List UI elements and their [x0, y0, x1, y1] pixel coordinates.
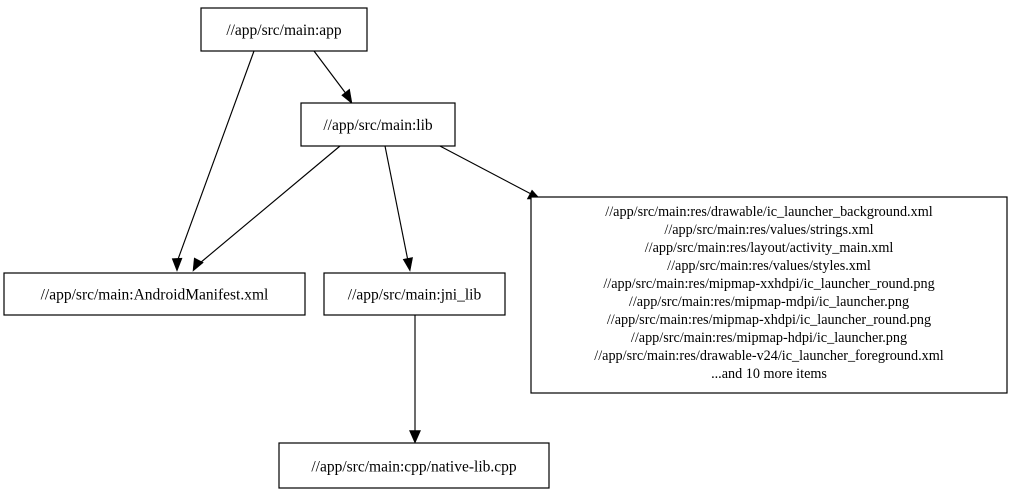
- edge-app-to-manifest: [171, 50, 255, 272]
- edge-jni-lib-to-native-lib: [409, 315, 421, 444]
- res-group-line-4: //app/src/main:res/values/styles.xml: [667, 258, 871, 274]
- res-group-line-8: //app/src/main:res/mipmap-hdpi/ic_launch…: [631, 330, 907, 346]
- node-native-lib-cpp[interactable]: //app/src/main:cpp/native-lib.cpp: [278, 442, 550, 489]
- edge-lib-to-res-group: [437, 144, 541, 200]
- node-label: //app/src/main:jni_lib: [348, 287, 482, 304]
- node-box[interactable]: [278, 442, 550, 489]
- arrowhead-icon: [402, 257, 413, 272]
- edge-lib-to-jni-lib: [384, 145, 413, 272]
- edge-line: [199, 145, 341, 264]
- node-app[interactable]: //app/src/main:app: [200, 7, 368, 52]
- node-box[interactable]: [530, 196, 1008, 394]
- node-label: //app/src/main:AndroidManifest.xml: [41, 287, 269, 304]
- edge-line: [437, 144, 534, 196]
- node-box[interactable]: [300, 102, 456, 147]
- arrowhead-icon: [192, 257, 204, 272]
- res-group-line-3: //app/src/main:res/layout/activity_main.…: [645, 240, 894, 256]
- res-group-line-2: //app/src/main:res/values/strings.xml: [664, 222, 873, 238]
- edge-lib-to-manifest: [192, 145, 341, 272]
- node-box[interactable]: [323, 272, 506, 316]
- node-label: //app/src/main:lib: [323, 117, 433, 134]
- res-group-line-10: ...and 10 more items: [711, 366, 827, 382]
- res-group-line-6: //app/src/main:res/mipmap-mdpi/ic_launch…: [629, 294, 909, 310]
- edge-line: [384, 145, 409, 262]
- node-lib[interactable]: //app/src/main:lib: [300, 102, 456, 147]
- node-res-group[interactable]: //app/src/main:res/drawable/ic_launcher_…: [530, 196, 1008, 394]
- edge-line: [176, 50, 255, 263]
- res-group-line-1: //app/src/main:res/drawable/ic_launcher_…: [605, 204, 932, 220]
- node-label: //app/src/main:app: [226, 22, 342, 39]
- arrowhead-icon: [341, 88, 353, 105]
- edge-app-to-lib: [313, 50, 353, 105]
- arrowhead-icon: [409, 430, 421, 444]
- node-label: //app/src/main:cpp/native-lib.cpp: [311, 459, 517, 476]
- res-group-line-5: //app/src/main:res/mipmap-xxhdpi/ic_laun…: [603, 276, 934, 292]
- edge-line: [313, 50, 348, 96]
- arrowhead-icon: [171, 257, 183, 272]
- res-group-line-7: //app/src/main:res/mipmap-xhdpi/ic_launc…: [607, 312, 931, 328]
- node-box[interactable]: [3, 272, 306, 316]
- res-group-line-9: //app/src/main:res/drawable-v24/ic_launc…: [594, 348, 944, 364]
- node-android-manifest[interactable]: //app/src/main:AndroidManifest.xml: [3, 272, 306, 316]
- node-box[interactable]: [200, 7, 368, 52]
- nodes-layer: //app/src/main:app //app/src/main:lib //…: [3, 7, 1008, 489]
- node-jni-lib[interactable]: //app/src/main:jni_lib: [323, 272, 506, 316]
